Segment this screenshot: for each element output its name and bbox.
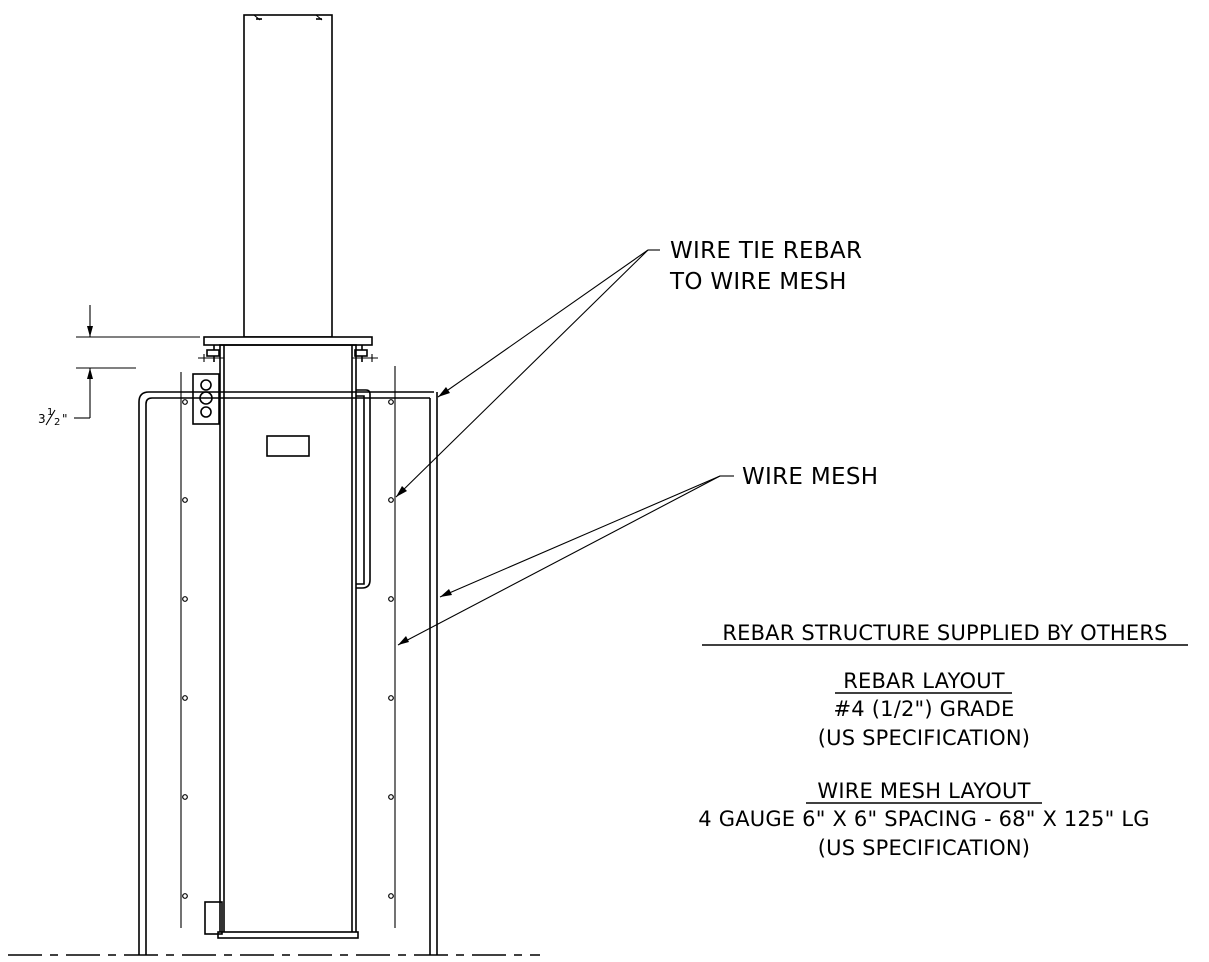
wire-mesh-layout-line-2: (US SPECIFICATION) [818, 836, 1030, 860]
wire-mesh-right [388, 366, 396, 928]
wire-tie-label-line-2: TO WIRE MESH [669, 269, 847, 295]
wire-tie-label-line-1: WIRE TIE REBAR [670, 238, 862, 264]
bollard-housing [217, 344, 359, 939]
wire-mesh-label: WIRE MESH [742, 464, 878, 490]
dimension-fraction-num: 1 [47, 407, 53, 418]
callout-wire-tie: WIRE TIE REBAR TO WIRE MESH [395, 238, 862, 498]
rebar-layout-title: REBAR LAYOUT [843, 669, 1005, 693]
wire-mesh-layout-title: WIRE MESH LAYOUT [817, 779, 1030, 803]
top-flange [198, 336, 378, 362]
callout-wire-mesh: WIRE MESH [397, 464, 878, 646]
dimension-value: 3 [38, 412, 46, 426]
rebar-layout-line-2: (US SPECIFICATION) [818, 726, 1030, 750]
wire-mesh-layout-line-1: 4 GAUGE 6" X 6" SPACING - 68" X 125" LG [698, 807, 1149, 831]
dimension-fraction-den: 2 [54, 417, 60, 428]
bollard-post [243, 14, 333, 338]
conduit-block [192, 373, 220, 425]
dimension-unit: " [62, 412, 68, 426]
access-plate [204, 901, 223, 935]
dimension-3-5in: 3 1 2 " [38, 305, 200, 428]
rebar-right [429, 392, 438, 955]
notes-block: REBAR STRUCTURE SUPPLIED BY OTHERS REBAR… [698, 621, 1188, 860]
housing-window [266, 435, 310, 457]
rebar-left [138, 391, 434, 955]
rebar-layout-line-1: #4 (1/2") GRADE [834, 697, 1015, 721]
side-conduit [356, 389, 371, 589]
rebar-structure-note: REBAR STRUCTURE SUPPLIED BY OTHERS [722, 621, 1167, 645]
wire-mesh-left [180, 372, 188, 928]
